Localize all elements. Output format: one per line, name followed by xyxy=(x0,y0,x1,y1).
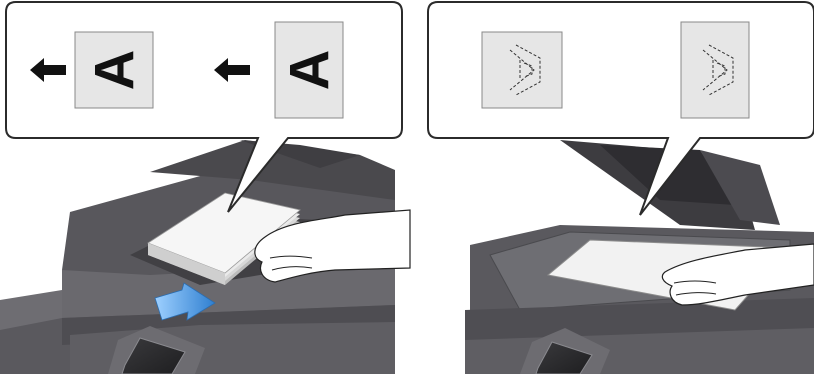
adf-callout: A A xyxy=(5,1,403,213)
insert-arrow-icon xyxy=(154,282,216,321)
dashed-letter-a xyxy=(509,44,541,96)
page-letter: A xyxy=(83,50,146,90)
page-letter: A xyxy=(278,50,341,90)
hand xyxy=(254,209,411,283)
platen-page-1 xyxy=(481,31,563,109)
platen-machine xyxy=(465,140,814,374)
hand xyxy=(661,243,814,306)
adf-panel: A A xyxy=(0,1,411,374)
dashed-letter-a xyxy=(702,44,734,96)
adf-page-1: A xyxy=(30,31,154,109)
left-arrow-icon xyxy=(214,58,250,82)
adf-page-2: A xyxy=(214,21,344,119)
paper-stack xyxy=(147,192,301,285)
platen-panel xyxy=(427,1,814,374)
left-arrow-icon xyxy=(30,58,66,82)
platen-page-2 xyxy=(680,21,750,119)
platen-callout xyxy=(427,1,814,216)
adf-machine xyxy=(0,140,411,374)
